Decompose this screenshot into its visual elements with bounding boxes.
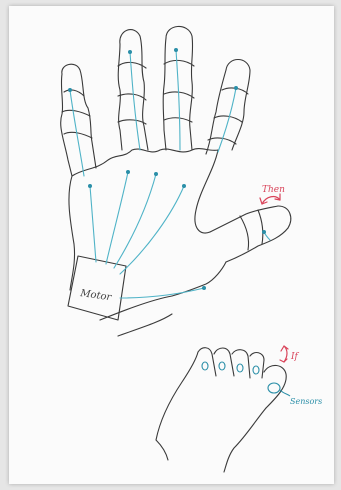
pinky-tendon xyxy=(70,90,84,176)
palm-tendon-4 xyxy=(120,186,184,274)
sensors-label: Sensors xyxy=(290,397,322,406)
sensor-rings xyxy=(202,362,290,396)
sensor-ring-3 xyxy=(237,364,243,372)
sensor-ring-2 xyxy=(219,362,225,370)
if-label: If xyxy=(290,352,300,362)
palm-anchor-dot-1 xyxy=(88,184,92,188)
palm-anchor-dot-2 xyxy=(126,170,130,174)
sensor-ring-1 xyxy=(202,362,208,370)
motor-box xyxy=(68,256,126,320)
index-anchor-dot xyxy=(234,86,238,90)
palm-anchor-dot-3 xyxy=(154,172,158,176)
then-label: Then xyxy=(262,185,285,195)
tendon-anchor-dots xyxy=(68,48,266,290)
motor-label: Motor xyxy=(79,288,114,304)
sensor-ring-4 xyxy=(253,366,259,374)
middle-anchor-dot xyxy=(174,48,178,52)
palm-tendon-3 xyxy=(114,174,156,268)
ring-anchor-dot xyxy=(128,50,132,54)
if-arrow xyxy=(280,346,288,362)
ring-tendon xyxy=(130,52,140,150)
palm-tendon-1 xyxy=(90,186,96,262)
palm-anchor-dot-4 xyxy=(182,184,186,188)
middle-tendon xyxy=(176,50,180,150)
thumb-base-dot xyxy=(202,286,206,290)
sensor-glove-outline xyxy=(156,348,286,472)
sensor-pointer-line xyxy=(280,390,290,396)
thumb-tip-dot xyxy=(262,230,266,234)
pinky-anchor-dot xyxy=(68,88,72,92)
then-arrow xyxy=(260,194,280,204)
sensor-ring-thumb xyxy=(268,383,280,393)
